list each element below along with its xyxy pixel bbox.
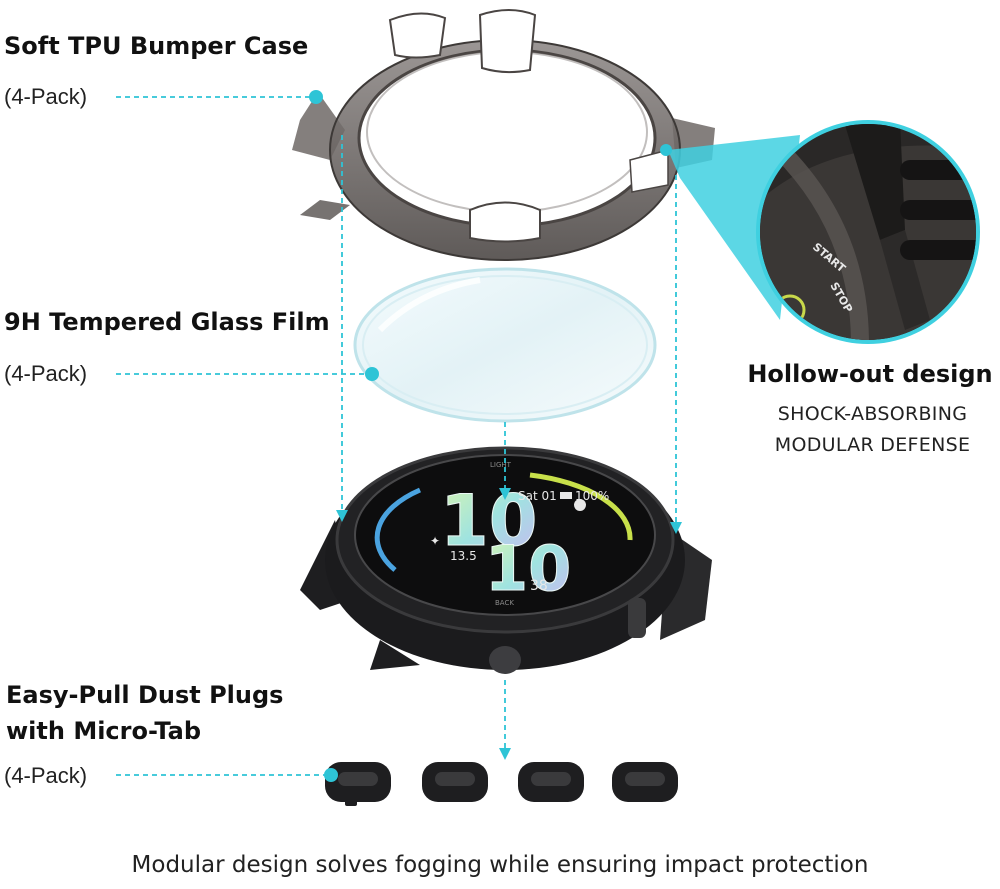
hollow-line2: MODULAR DEFENSE [774,434,971,456]
glass-title: 9H Tempered Glass Film [4,308,330,336]
watch-seconds: 38 [530,578,548,594]
watch: 10 10 Sat 01 100% ✦ 13.5 38 LIGHT BACK [300,446,712,674]
battery-icon [560,492,572,499]
profile-icon [574,499,586,511]
leader-lines [116,96,677,776]
dust-plug [325,762,391,806]
tempered-glass-film [353,267,657,423]
hollow-title: Hollow-out design [747,360,993,388]
dust-plug [612,762,678,802]
plugs-pack: (4-Pack) [4,763,88,788]
bumper-pack: (4-Pack) [4,84,88,109]
bezel-light-label: LIGHT [490,461,512,469]
hollow-line1: SHOCK-ABSORBING [777,403,968,425]
watch-time-minute: 10 [485,532,571,605]
watch-time-hour: 10 [440,480,537,562]
watch-bottom-button [489,646,521,674]
dust-plug [422,762,488,802]
arrow-heads [336,488,682,760]
watch-steps: 13.5 [450,549,477,563]
leader-dots [309,90,672,782]
watch-side-button [628,598,646,638]
hollow-zoom-callout: START STOP [668,120,980,344]
dust-plugs [325,762,678,806]
bumper-title: Soft TPU Bumper Case [4,32,309,60]
bumper-case [292,9,715,261]
watch-date: Sat 01 [518,489,557,503]
dust-plug [518,762,584,802]
bezel-back-label: BACK [495,599,514,607]
watch-battery: 100% [575,489,609,503]
bottom-caption: Modular design solves fogging while ensu… [131,852,869,878]
steps-icon: ✦ [430,534,440,548]
glass-pack: (4-Pack) [4,361,88,386]
plugs-title-line1: Easy-Pull Dust Plugs [6,681,284,709]
plugs-title-line2: with Micro-Tab [6,717,202,745]
